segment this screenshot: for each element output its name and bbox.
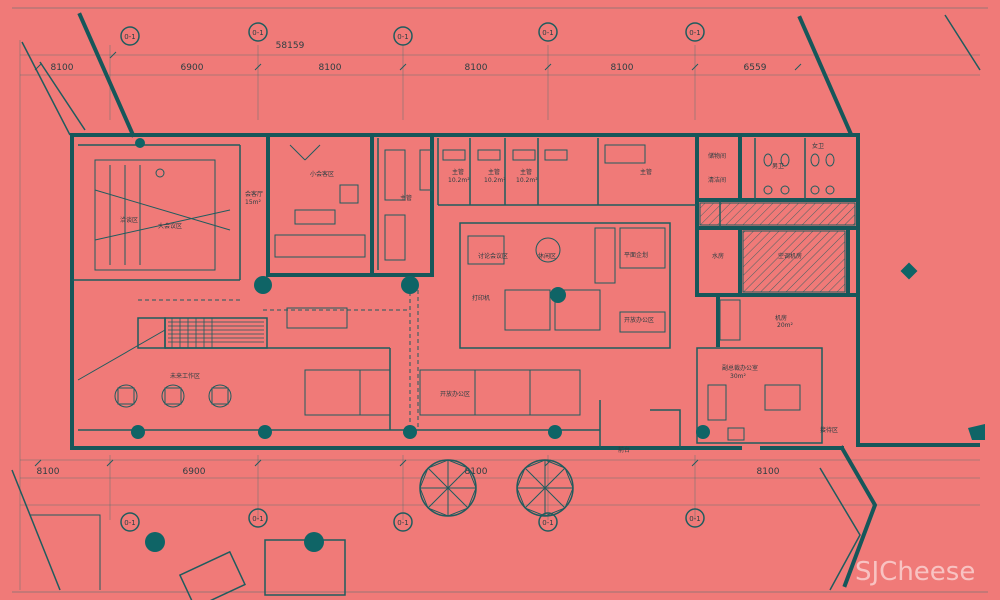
- grid-label-a4: 0-1: [542, 29, 553, 37]
- top-dim-4: 8100: [465, 63, 488, 73]
- room-sub: 10.2m²: [516, 177, 538, 184]
- room-label: 空调机房: [778, 252, 802, 260]
- toilet-fixtures: [763, 153, 835, 195]
- grid-label-a3: 0-1: [397, 33, 408, 41]
- furniture-offices: [419, 144, 646, 191]
- room-sub: 10.2m²: [448, 177, 470, 184]
- bottom-dim-1: 8100: [37, 467, 60, 477]
- room-label: 前台: [618, 446, 630, 454]
- furniture-reception: [274, 144, 406, 261]
- grid-label-a1: 0-1: [124, 33, 135, 41]
- stair: [168, 318, 264, 348]
- top-dim-3: 8100: [319, 63, 342, 73]
- top-dim-5: 8100: [611, 63, 634, 73]
- building-walls: [70, 133, 860, 450]
- room-label: 会客厅: [245, 190, 263, 198]
- top-dim-2: 6900: [181, 63, 204, 73]
- room-label: 水房: [712, 252, 724, 260]
- room-sub: 20m²: [777, 322, 793, 329]
- room-label: 男卫: [772, 163, 784, 170]
- partitions: [72, 138, 823, 448]
- room-label: 小会客区: [310, 170, 334, 178]
- room-label: 主管: [452, 168, 464, 176]
- room-label: 大会议区: [158, 222, 182, 230]
- room-label: 机房: [775, 314, 787, 322]
- room-label: 清洁间: [708, 176, 726, 184]
- bottom-dim-3: 8100: [465, 467, 488, 477]
- room-sub: 30m²: [730, 373, 746, 380]
- grid-label-b1: 0-1: [124, 519, 135, 527]
- room-label: 开放办公区: [624, 316, 654, 324]
- grid-bubbles-top: 0-1 0-1 0-1 0-1 0-1: [120, 22, 705, 46]
- grid-label-a2: 0-1: [252, 29, 263, 37]
- umbrella-1: [419, 459, 477, 517]
- construction-lines: [12, 7, 988, 593]
- furniture-exec-office: [707, 299, 801, 441]
- exterior-structure: [11, 12, 981, 600]
- grid-label-b4: 0-1: [542, 519, 553, 527]
- room-sub: 10.2m²: [484, 177, 506, 184]
- room-label: 主管: [400, 194, 412, 202]
- furniture-future-area: [114, 384, 232, 408]
- room-label: 主管: [488, 168, 500, 176]
- grid-label-a5: 0-1: [689, 29, 700, 37]
- hatched-shaft-2: [742, 230, 846, 293]
- top-dim-6: 6559: [744, 63, 767, 73]
- hatched-shaft-1: [699, 202, 856, 226]
- grid-bubbles-bottom: 0-1 0-1 0-1 0-1 0-1: [120, 508, 705, 532]
- umbrella-2: [516, 459, 574, 517]
- grid-label-b2: 0-1: [252, 515, 263, 523]
- room-sub: 15m²: [245, 199, 261, 206]
- grid-label-b5: 0-1: [689, 515, 700, 523]
- room-label: 主管: [640, 168, 652, 176]
- stair-landing: [137, 317, 166, 349]
- room-label: 主管: [520, 168, 532, 176]
- room-label: 打印机: [472, 294, 490, 302]
- room-label: 休闲区: [538, 252, 556, 260]
- room-label: 平面企划: [624, 251, 648, 259]
- top-dim-1: 8100: [51, 63, 74, 73]
- overall-dimension: 58159: [276, 41, 305, 51]
- columns: [131, 138, 985, 552]
- room-label: 洽谈区: [120, 216, 138, 224]
- room-label: 开放办公区: [440, 390, 470, 398]
- room-label: 女卫: [812, 142, 824, 150]
- furniture-meeting-left: [94, 159, 231, 271]
- room-label: 储物间: [708, 152, 726, 160]
- watermark: SJCheese: [855, 557, 975, 587]
- room-label: 讨论会议区: [478, 252, 508, 260]
- grid-label-b3: 0-1: [397, 519, 408, 527]
- bottom-dim-4: 8100: [757, 467, 780, 477]
- room-labels: 大会议区 洽谈区 小会客区 会客厅 15m² 主管 主管 10.2m² 主管 1…: [120, 142, 838, 454]
- room-label: 接待区: [820, 426, 838, 434]
- bottom-dim-2: 6900: [183, 467, 206, 477]
- room-label: 副总裁办公室: [722, 364, 758, 372]
- furniture-open-office: [286, 227, 666, 416]
- room-label: 未来工作区: [170, 372, 200, 380]
